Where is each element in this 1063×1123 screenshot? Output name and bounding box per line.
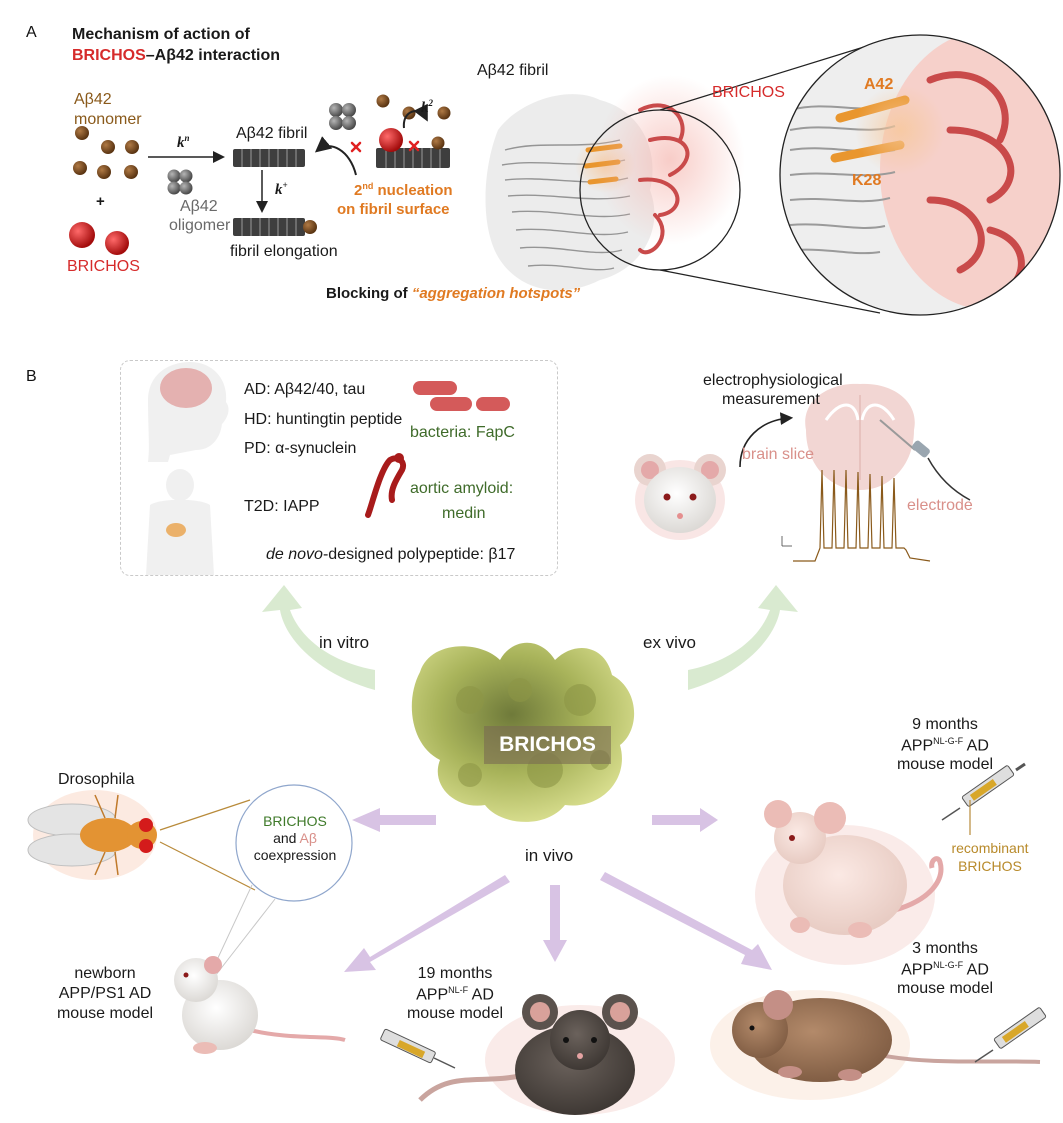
coexp-line1: BRICHOS — [263, 813, 327, 829]
target-pd: PD: α-synuclein — [244, 440, 357, 457]
monomer-label-line2: monomer — [74, 111, 142, 128]
coexpression-circle — [235, 784, 353, 902]
oligomer-label-line1: Aβ42 — [180, 198, 218, 215]
model-9-months-line1: 9 months — [912, 716, 978, 733]
electrophysiology-line1: electrophysiological — [703, 372, 843, 389]
panel-b-letter: B — [26, 368, 37, 385]
model-9-months-line2: APPNL-G-F AD — [901, 736, 989, 755]
k2-rate-label: k2 — [421, 98, 433, 116]
electrophysiology-line2: measurement — [722, 391, 820, 408]
model-newborn-line3: mouse model — [56, 1005, 154, 1022]
target-bacteria: bacteria: FapC — [410, 424, 515, 441]
in-vivo-arrows — [344, 808, 772, 972]
model-3-months-line3: mouse model — [896, 980, 994, 997]
monomer-label-line1: Aβ42 — [74, 91, 112, 108]
panel-a-letter: A — [26, 24, 37, 41]
monomer-cluster — [73, 126, 139, 179]
brichos-spheres — [69, 222, 129, 255]
aorta-icon — [365, 453, 406, 518]
model-newborn-line2: APP/PS1 AD — [58, 985, 152, 1002]
coexp-line2: and Aβ — [273, 830, 317, 846]
target-t2d: T2D: IAPP — [244, 498, 320, 515]
surface-fibril-icon — [376, 94, 451, 168]
target-hd: HD: huntingtin peptide — [244, 411, 403, 428]
target-denovo: de novo-designed polypeptide: β17 — [266, 546, 516, 563]
oligomer-top-icon — [329, 103, 356, 130]
human-head-icon — [148, 362, 229, 462]
target-aortic-line1: aortic amyloid: — [410, 480, 514, 497]
panel-a-title-line2: BRICHOS–Aβ42 interaction — [72, 47, 281, 64]
in-vitro-label: in vitro — [319, 633, 370, 652]
syringe-9-months-icon — [941, 762, 1026, 835]
model-3-months-line1: 3 months — [912, 940, 978, 957]
fibril-icon — [233, 149, 305, 167]
brichos-legend-label: BRICHOS — [67, 258, 140, 275]
ex-vivo-label: ex vivo — [643, 633, 696, 652]
nucleation-label-line2: on fibril surface — [337, 201, 450, 218]
drosophila-label: Drosophila — [58, 771, 135, 788]
target-aortic-line2: medin — [442, 505, 486, 522]
drosophila-icon — [27, 790, 157, 880]
syringe-3-months-icon — [974, 1007, 1047, 1063]
elongated-fibril-icon — [233, 218, 317, 236]
syringe-19-months-icon — [380, 1028, 456, 1069]
in-vitro-targets-box — [120, 360, 558, 576]
bacteria-icon — [413, 381, 510, 411]
recombinant-line2: BRICHOS — [958, 858, 1022, 874]
mouse-19-months-icon — [418, 994, 675, 1115]
coexp-line3: coexpression — [253, 847, 337, 863]
model-newborn-line1: newborn — [74, 965, 136, 982]
in-vivo-label: in vivo — [525, 846, 574, 865]
mouse-newborn-icon — [174, 956, 346, 1054]
oligomer-label-line2: oligomer — [169, 217, 231, 234]
kn-rate-label: kn — [177, 133, 190, 151]
brichos-structure-render — [595, 75, 745, 255]
structure-fibril-label: Aβ42 fibril — [477, 62, 549, 79]
elongation-label: fibril elongation — [230, 243, 338, 260]
panel-a-title-line1: Mechanism of action of — [72, 26, 250, 43]
electrode-label: electrode — [907, 497, 973, 514]
structure-brichos-label: BRICHOS — [712, 84, 785, 101]
brain-slice-label: brain slice — [742, 446, 815, 463]
measurement-arrow — [739, 412, 794, 468]
electrode-icon — [879, 419, 971, 501]
plus-sign: + — [96, 193, 105, 210]
residue-k28-label: K28 — [852, 172, 882, 189]
blocking-hotspots-caption: Blocking of “aggregation hotspots” — [326, 285, 581, 302]
mouse-3-months-icon — [710, 990, 1041, 1100]
center-brichos-label: BRICHOS — [499, 733, 596, 756]
brichos-protein-render — [411, 642, 635, 822]
brain-slice-icon — [805, 383, 915, 490]
model-19-months-line3: mouse model — [406, 1005, 504, 1022]
mouse-9-months-icon — [755, 800, 944, 965]
fibril-label: Aβ42 fibril — [236, 125, 308, 142]
white-mouse-face-icon — [634, 454, 726, 540]
model-19-months-line1: 19 months — [417, 965, 493, 982]
action-potential-trace — [781, 469, 931, 562]
zoom-circle-large — [779, 34, 1061, 316]
in-vitro-arrow — [262, 585, 375, 690]
oligomer-icon — [167, 169, 193, 195]
ex-vivo-arrow — [688, 585, 798, 690]
blocked-x-marks — [350, 140, 420, 153]
model-3-months-line2: APPNL-G-F AD — [901, 960, 989, 979]
recombinant-line1: recombinant — [951, 840, 1029, 856]
model-9-months-line3: mouse model — [896, 756, 994, 773]
model-19-months-line2: APPNL-F AD — [416, 985, 494, 1004]
residue-a42-label: A42 — [864, 76, 894, 93]
target-ad: AD: Aβ42/40, tau — [244, 381, 366, 398]
nucleation-label-line1: 2nd nucleation — [354, 181, 453, 199]
oligomer-release-arrow — [314, 136, 357, 176]
human-body-icon — [146, 469, 214, 575]
kplus-rate-label: k+ — [275, 180, 288, 198]
